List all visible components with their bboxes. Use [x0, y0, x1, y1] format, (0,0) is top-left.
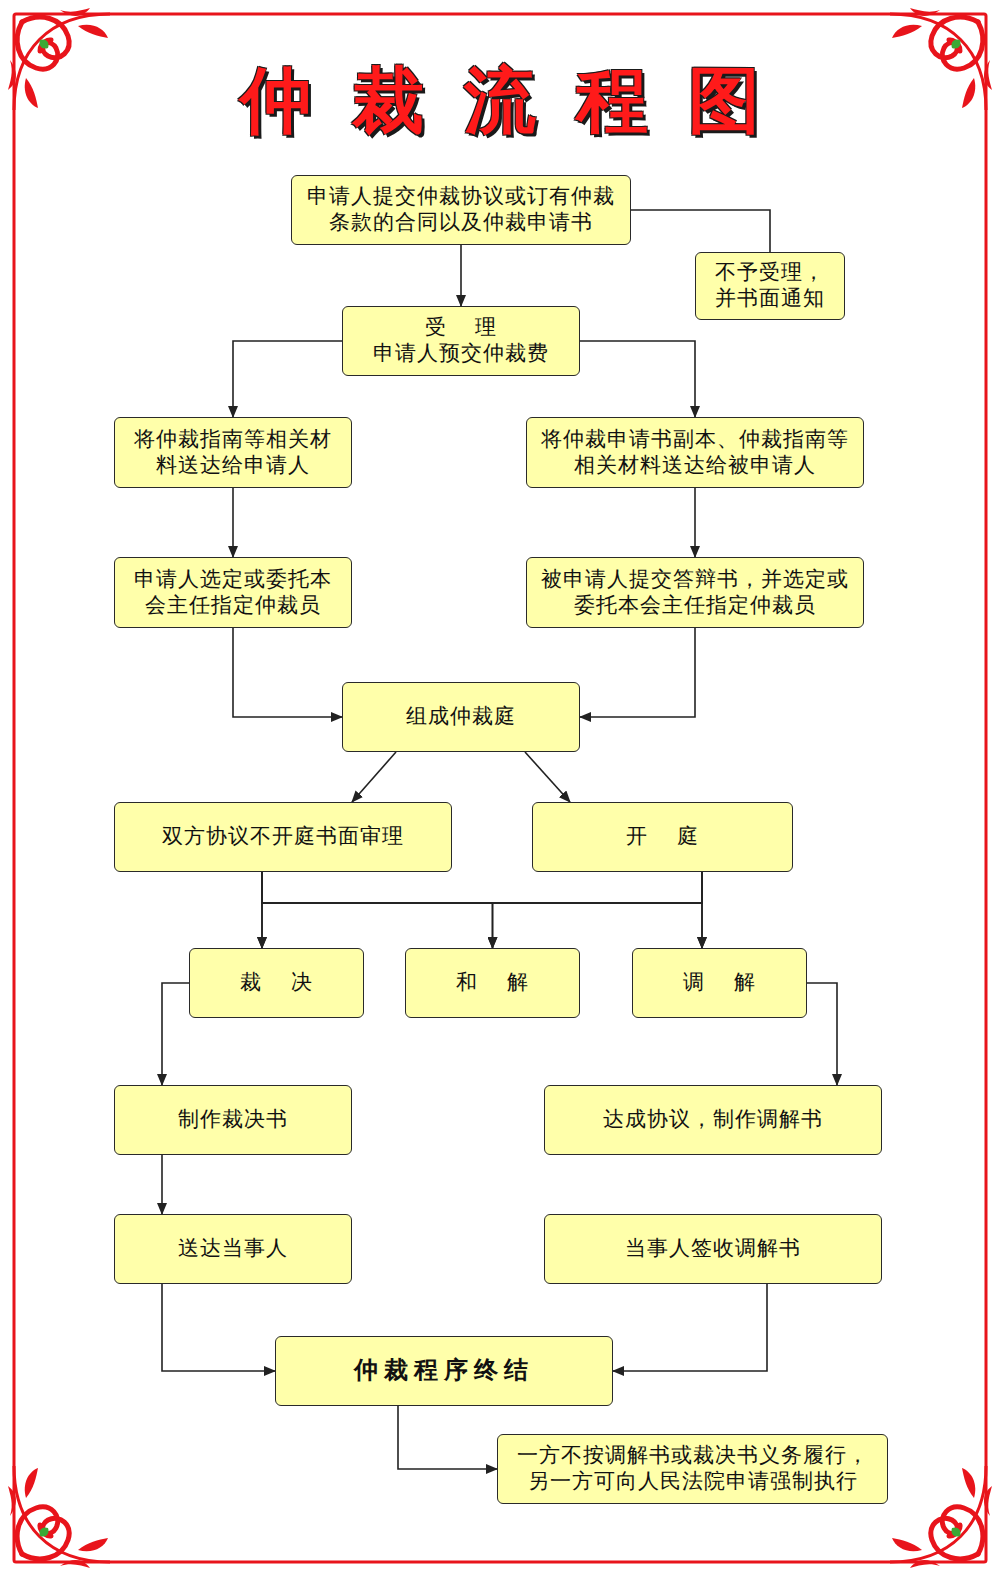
process-box: 被申请人提交答辩书，并选定或委托本会主任指定仲裁员: [526, 557, 864, 628]
flow-arrow: [232, 488, 234, 557]
flow-arrow: [580, 628, 695, 717]
flow-arrow: [352, 752, 396, 802]
process-box: 将仲裁指南等相关材料送达给申请人: [114, 417, 352, 488]
process-box: 仲裁程序终结: [275, 1336, 613, 1406]
flow-arrow: [631, 210, 770, 252]
process-box: 裁 决: [189, 948, 364, 1018]
flow-arrow: [162, 983, 189, 1085]
corner-ornament: [890, 8, 992, 110]
corner-ornament: [890, 1466, 992, 1568]
box-text: 将仲裁申请书副本、仲裁指南等相关材料送达给被申请人: [537, 427, 853, 478]
process-box: 调 解: [632, 948, 807, 1018]
process-box: 制作裁决书: [114, 1085, 352, 1155]
flow-arrow: [694, 488, 696, 557]
box-text: 申请人预交仲裁费: [373, 341, 549, 367]
flow-arrow: [262, 872, 702, 948]
box-text: 双方协议不开庭书面审理: [162, 824, 404, 850]
flow-arrow: [807, 983, 837, 1085]
corner-ornament: [8, 1466, 110, 1568]
process-box: 和 解: [405, 948, 580, 1018]
box-text: 不予受理，并书面通知: [706, 260, 834, 311]
process-box: 将仲裁申请书副本、仲裁指南等相关材料送达给被申请人: [526, 417, 864, 488]
box-text: 将仲裁指南等相关材料送达给申请人: [125, 427, 341, 478]
flow-arrow: [525, 752, 570, 802]
flow-arrow: [460, 245, 462, 306]
box-text: 调 解: [683, 970, 756, 996]
flow-arrow: [701, 872, 703, 948]
process-box: 达成协议，制作调解书: [544, 1085, 882, 1155]
flow-arrow: [233, 628, 342, 717]
flow-arrow: [493, 872, 703, 948]
box-text: 制作裁决书: [178, 1107, 288, 1133]
process-box: 申请人提交仲裁协议或订有仲裁条款的合同以及仲裁申请书: [291, 175, 631, 245]
box-text: 组成仲裁庭: [406, 704, 516, 730]
box-text: 送达当事人: [178, 1236, 288, 1262]
process-box: 不予受理，并书面通知: [695, 252, 845, 320]
box-text: 一方不按调解书或裁决书义务履行，另一方可向人民法院申请强制执行: [508, 1443, 877, 1494]
box-text: 达成协议，制作调解书: [603, 1107, 823, 1133]
box-heading: 受 理: [425, 315, 498, 341]
flow-arrow: [580, 341, 695, 417]
process-box: 申请人选定或委托本会主任指定仲裁员: [114, 557, 352, 628]
box-text: 和 解: [456, 970, 529, 996]
flow-arrow: [613, 1284, 767, 1371]
process-box: 开 庭: [532, 802, 793, 872]
process-box: 当事人签收调解书: [544, 1214, 882, 1284]
box-text: 仲裁程序终结: [354, 1356, 534, 1385]
box-text: 当事人签收调解书: [625, 1236, 801, 1262]
box-text: 申请人提交仲裁协议或订有仲裁条款的合同以及仲裁申请书: [302, 184, 620, 235]
flow-arrow: [162, 1284, 275, 1371]
flow-arrow: [398, 1406, 497, 1469]
flow-arrow: [262, 872, 493, 948]
process-box: 组成仲裁庭: [342, 682, 580, 752]
box-text: 被申请人提交答辩书，并选定或委托本会主任指定仲裁员: [537, 567, 853, 618]
box-text: 开 庭: [626, 824, 699, 850]
process-box: 送达当事人: [114, 1214, 352, 1284]
process-box: 双方协议不开庭书面审理: [114, 802, 452, 872]
flow-arrow: [161, 1155, 163, 1214]
corner-ornament: [8, 8, 110, 110]
process-box: 一方不按调解书或裁决书义务履行，另一方可向人民法院申请强制执行: [497, 1434, 888, 1504]
box-text: 申请人选定或委托本会主任指定仲裁员: [125, 567, 341, 618]
flow-arrow: [233, 341, 342, 417]
frame-line: [14, 14, 986, 1562]
process-box: 受 理申请人预交仲裁费: [342, 306, 580, 376]
flow-arrow: [262, 872, 702, 948]
diagram-title: 仲裁流程图: [0, 52, 1000, 148]
box-text: 裁 决: [240, 970, 313, 996]
